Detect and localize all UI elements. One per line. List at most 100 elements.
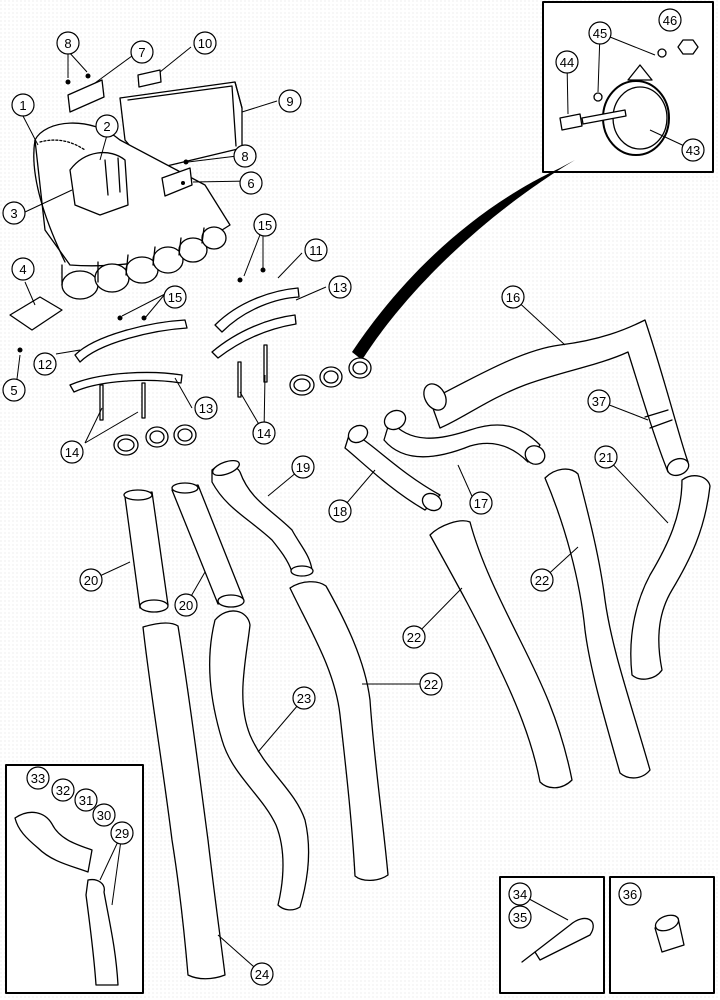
hose-22-right (544, 468, 651, 779)
callout-number: 22 (535, 573, 549, 588)
callout-c23: 23 (292, 686, 316, 710)
callout-number: 6 (247, 176, 254, 191)
callout-number: 14 (257, 426, 271, 441)
callout-circle (555, 50, 579, 74)
callout-circle (587, 389, 611, 413)
callout-number: 20 (179, 598, 193, 613)
callout-circle (328, 275, 352, 299)
callout-circle (174, 593, 198, 617)
callout-circle (278, 89, 302, 113)
strap-detail (521, 917, 594, 963)
callout-c35: 35 (508, 905, 532, 929)
callout-c18: 18 (328, 499, 352, 523)
hose-sections-detail (14, 811, 119, 986)
hose-23 (209, 610, 310, 911)
callout-circle (74, 788, 98, 812)
hose-20-right (171, 482, 245, 608)
hose-24 (142, 622, 226, 980)
callout-circle (501, 285, 525, 309)
hose-18 (344, 424, 443, 512)
callout-number: 36 (623, 887, 637, 902)
callout-c46: 46 (658, 8, 682, 32)
callout-circle (79, 568, 103, 592)
callout-number: 1 (19, 98, 26, 113)
callout-circle (681, 138, 705, 162)
callout-c8a: 8 (56, 31, 80, 55)
hose-16 (423, 319, 690, 477)
callout-circle (233, 144, 257, 168)
hose-22-center (289, 581, 389, 882)
callout-circle (618, 882, 642, 906)
callout-circle (250, 962, 274, 986)
clamp-detail (559, 39, 699, 156)
callout-circle (51, 778, 75, 802)
callout-number: 23 (297, 691, 311, 706)
callout-circle (239, 171, 263, 195)
callout-number: 45 (593, 26, 607, 41)
callout-circle (2, 378, 26, 402)
callout-c1: 1 (11, 93, 35, 117)
callout-c9: 9 (278, 89, 302, 113)
callout-c8b: 8 (233, 144, 257, 168)
hose-19 (211, 459, 314, 577)
callout-number: 13 (333, 280, 347, 295)
callout-number: 21 (599, 450, 613, 465)
callout-c11: 11 (304, 238, 328, 262)
hose-20-left (123, 489, 169, 613)
callout-number: 33 (31, 771, 45, 786)
callout-circle (60, 440, 84, 464)
callout-number: 8 (241, 149, 248, 164)
callout-c43: 43 (681, 138, 705, 162)
callout-c36: 36 (618, 882, 642, 906)
callout-c31: 31 (74, 788, 98, 812)
callout-labels: 1234567889101112131314141515161718192020… (2, 8, 705, 986)
callout-number: 11 (309, 243, 323, 258)
callout-c20b: 20 (174, 593, 198, 617)
callout-circle (508, 882, 532, 906)
callout-c21: 21 (594, 445, 618, 469)
callout-circle (594, 445, 618, 469)
callout-number: 29 (115, 826, 129, 841)
callout-number: 3 (10, 206, 17, 221)
callout-c44: 44 (555, 50, 579, 74)
hose-21 (630, 475, 711, 680)
callout-number: 15 (168, 290, 182, 305)
callout-circle (252, 421, 276, 445)
callout-c37: 37 (587, 389, 611, 413)
callout-c10: 10 (193, 31, 217, 55)
callout-number: 5 (10, 383, 17, 398)
callout-c17: 17 (469, 491, 493, 515)
callout-number: 44 (560, 55, 574, 70)
callout-number: 20 (84, 573, 98, 588)
callout-number: 24 (255, 967, 269, 982)
hose-17 (383, 409, 546, 465)
callout-c2: 2 (95, 114, 119, 138)
callout-circle (292, 686, 316, 710)
callout-circle (26, 766, 50, 790)
callout-circle (469, 491, 493, 515)
callout-c19: 19 (291, 455, 315, 479)
callout-c6: 6 (239, 171, 263, 195)
callout-c29: 29 (110, 821, 134, 845)
callout-number: 34 (513, 887, 527, 902)
callout-number: 2 (103, 119, 110, 134)
callout-circle (530, 568, 554, 592)
callout-c14a: 14 (60, 440, 84, 464)
callout-c24: 24 (250, 962, 274, 986)
callout-number: 32 (56, 783, 70, 798)
callout-number: 15 (258, 218, 272, 233)
callout-c5: 5 (2, 378, 26, 402)
callout-number: 31 (79, 793, 93, 808)
callout-c14b: 14 (252, 421, 276, 445)
callout-c7: 7 (130, 40, 154, 64)
callout-number: 46 (663, 13, 677, 28)
detail-pointer-wedge (352, 160, 575, 360)
callout-c22b: 22 (530, 568, 554, 592)
callout-number: 13 (199, 401, 213, 416)
inset-box-hose-sections (5, 764, 144, 994)
callout-c20a: 20 (79, 568, 103, 592)
callout-circle (2, 201, 26, 225)
callout-circle (130, 40, 154, 64)
cap-detail (654, 914, 685, 953)
